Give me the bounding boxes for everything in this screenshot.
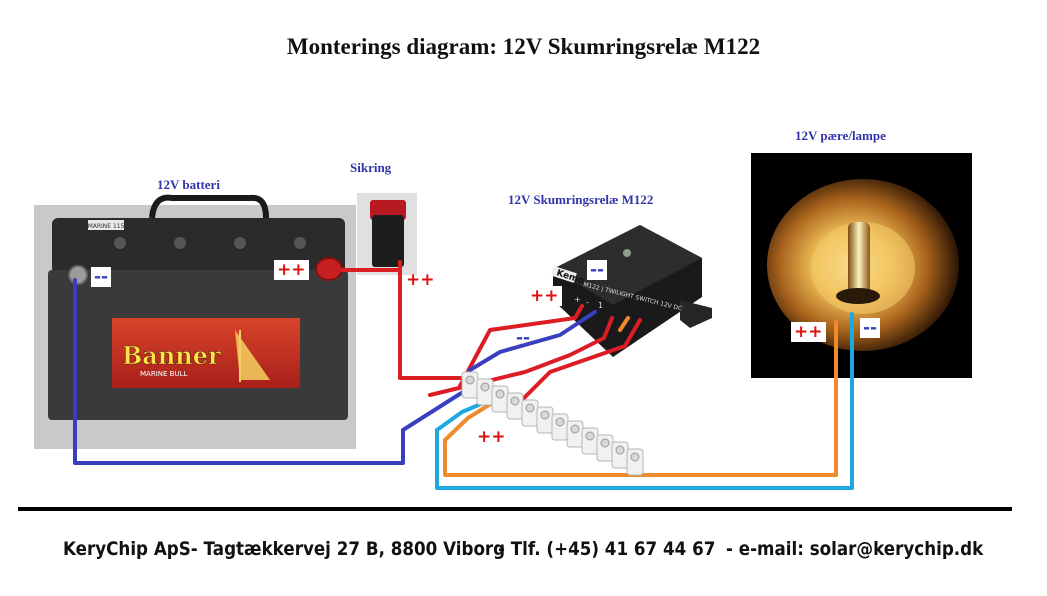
terminal-block-segment [506, 392, 524, 420]
terminal-plus-sign: ++ [477, 427, 506, 447]
battery-sticker-text: MARINE 115 [88, 223, 125, 230]
battery-model-text: MARINE BULL [140, 370, 187, 378]
wire-relay-minus [468, 310, 597, 372]
terminal-block-segment [476, 378, 494, 406]
wire-relay-orange-stub [618, 316, 630, 332]
relay-module: Kemo M122 | TWILIGHT SWITCH 12V DC + - 1 [550, 225, 712, 357]
relay-top-face [553, 225, 702, 305]
relay-sensor [623, 249, 631, 257]
battery-negative-terminal [68, 265, 88, 285]
lamp-socket [836, 288, 880, 304]
terminal-block-segment [596, 434, 614, 462]
lamp-minus-sign: -- [860, 318, 881, 338]
battery-label-panel [112, 318, 300, 388]
battery-cap-4 [294, 237, 306, 249]
label-lamp: 12V pære/lampe [795, 128, 886, 143]
wire-relay-1 [428, 316, 614, 397]
lamp-plus-sign: ++ [791, 322, 826, 342]
relay-mount-tab [680, 300, 712, 328]
terminal-block [461, 371, 644, 476]
battery-brand-logo: Banner [122, 341, 221, 370]
battery-plus-sign: ++ [274, 260, 309, 280]
relay-pin-1: 1 [598, 301, 603, 310]
terminal-block-segment [611, 441, 629, 469]
terminal-block-segment [461, 371, 479, 399]
lamp [751, 153, 972, 378]
label-fuse: Sikring [350, 160, 392, 175]
relay-minus-sign: -- [587, 260, 608, 280]
wiring [73, 260, 854, 490]
battery-lid [52, 218, 345, 274]
terminal-block-segment [551, 413, 569, 441]
battery-cap-2 [174, 237, 186, 249]
battery-cap-1 [114, 237, 126, 249]
relay-minus-wire-sign: -- [516, 328, 531, 348]
wire-relay-plus [458, 304, 584, 388]
fuse [357, 193, 417, 275]
battery: MARINE 115 Banner MARINE BULL [34, 194, 356, 449]
terminal-block-segment [491, 385, 509, 413]
footer-email[interactable]: - e-mail: solar@kerychip.dk [726, 538, 984, 560]
battery-sail-graphic [235, 330, 270, 380]
battery-cap-3 [234, 237, 246, 249]
fuse-plus-sign: ++ [406, 270, 435, 290]
wire-orange-stub [443, 398, 499, 442]
fuse-holder [372, 215, 404, 267]
terminal-block-segment [566, 420, 584, 448]
battery-minus-sign: -- [91, 267, 112, 287]
wire-battery-negative [73, 278, 476, 465]
relay-pin-plus: + [574, 295, 581, 304]
lamp-bulb [848, 222, 870, 296]
relay-brand-box [550, 266, 577, 283]
wire-relay-out [510, 318, 642, 412]
footer-phone: - Tlf. (+45) 41 67 44 67 [498, 538, 716, 560]
terminal-block-segment [536, 406, 554, 434]
terminal-block-segment [581, 427, 599, 455]
battery-handle [149, 194, 269, 219]
page-title: Monterings diagram: 12V Skumringsrelæ M1… [286, 34, 761, 59]
label-relay: 12V Skumringsrelæ M122 [508, 192, 654, 207]
terminal-block-segment [521, 399, 539, 427]
footer-company: KeryChip ApS- Tagtækkervej 27 B, 8800 Vi… [63, 538, 506, 560]
relay-pin-minus: - [586, 298, 589, 307]
battery-positive-terminal [315, 257, 343, 281]
terminal-block-segment [626, 448, 644, 476]
battery-sticker [88, 220, 124, 230]
label-battery: 12V batteri [157, 177, 220, 192]
wire-lamp-minus [435, 312, 854, 490]
relay-plus-sign: ++ [527, 286, 562, 306]
wire-fuse-to-terminal [398, 260, 462, 380]
